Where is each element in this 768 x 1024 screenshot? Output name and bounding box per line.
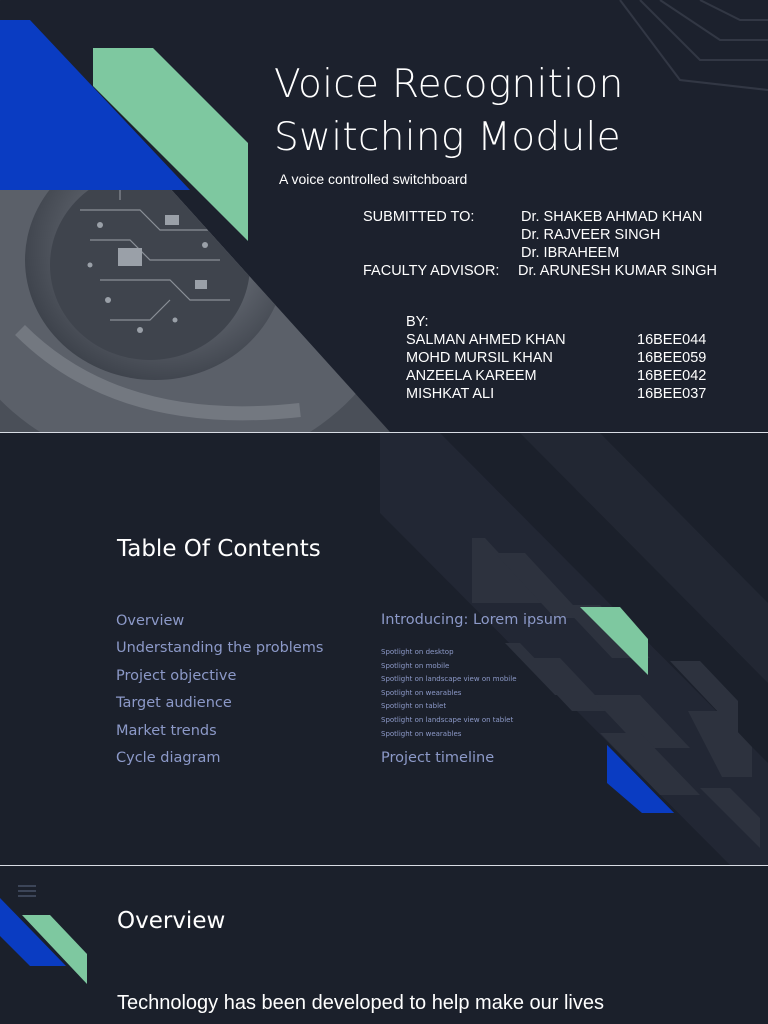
author-name: MISHKAT ALI (406, 386, 495, 402)
green-accent-band (22, 915, 87, 984)
faculty-block: SUBMITTED TO: Dr. SHAKEB AHMAD KHAN Dr. R… (363, 208, 717, 280)
toc-slide-background (380, 433, 768, 865)
blue-accent-band (0, 20, 190, 190)
green-accent-band (93, 48, 248, 241)
author-id: 16BEE044 (637, 332, 707, 348)
overview-title: Overview (117, 908, 226, 934)
overview-accents (0, 898, 87, 984)
toc-sub-link[interactable]: Spotlight on mobile (381, 661, 450, 670)
submitted-to-name: Dr. SHAKEB AHMAD KHAN (521, 209, 703, 225)
toc-left-column: Overview Understanding the problems Proj… (116, 611, 323, 775)
toc-sub-link[interactable]: Spotlight on desktop (381, 648, 454, 656)
author-id: 16BEE037 (637, 386, 707, 402)
author-name: MOHD MURSIL KHAN (406, 350, 553, 366)
title-slide: Voice Recognition Switching Module A voi… (0, 0, 768, 432)
blue-accent-band (0, 898, 66, 966)
blue-accent-tile (607, 745, 674, 813)
geometric-tiles (472, 538, 760, 848)
toc-link-introducing[interactable]: Introducing: Lorem ipsum (381, 612, 568, 628)
toc-sub-link[interactable]: Spotlight on tablet (381, 702, 447, 711)
overview-body: Technology has been developed to help ma… (117, 992, 604, 1014)
slide-divider (0, 865, 768, 866)
toc-slide: Table Of Contents Overview Understanding… (0, 433, 768, 865)
circuit-texture (619, 0, 768, 91)
author-id: 16BEE042 (637, 368, 707, 384)
faculty-advisor-label: FACULTY ADVISOR: (363, 263, 500, 279)
toc-title: Table Of Contents (117, 536, 321, 562)
green-accent-tile (580, 607, 648, 675)
authors-block: BY: SALMAN AHMED KHAN 16BEE044 MOHD MURSI… (406, 313, 706, 403)
menu-icon[interactable] (18, 885, 36, 900)
by-label: BY: (406, 314, 429, 330)
toc-link-problems[interactable]: Understanding the problems (116, 640, 324, 657)
slide-divider (0, 432, 768, 433)
toc-link-timeline[interactable]: Project timeline (381, 750, 495, 766)
toc-link-cycle-diagram[interactable]: Cycle diagram (116, 749, 221, 766)
presentation-title: Voice Recognition Switching Module (274, 62, 624, 160)
submitted-to-name: Dr. RAJVEER SINGH (521, 227, 661, 243)
author-name: SALMAN AHMED KHAN (406, 332, 566, 348)
toc-link-market-trends[interactable]: Market trends (116, 722, 217, 739)
toc-sub-link[interactable]: Spotlight on wearables (381, 729, 462, 738)
author-name: ANZEELA KAREEM (406, 368, 537, 384)
toc-sub-link[interactable]: Spotlight on landscape view on tablet (381, 715, 514, 724)
presentation-subtitle: A voice controlled switchboard (279, 171, 468, 187)
toc-link-objective[interactable]: Project objective (116, 667, 237, 684)
toc-sub-link[interactable]: Spotlight on wearables (381, 688, 462, 697)
toc-sub-items: Spotlight on desktop Spotlight on mobile… (381, 647, 517, 742)
overview-slide: Overview Technology has been developed t… (0, 866, 768, 1024)
toc-sub-link[interactable]: Spotlight on landscape view on mobile (381, 675, 517, 684)
toc-link-overview[interactable]: Overview (116, 613, 185, 629)
title-slide-background (0, 0, 768, 432)
author-id: 16BEE059 (637, 350, 707, 366)
faculty-advisor-name: Dr. ARUNESH KUMAR SINGH (518, 263, 717, 279)
submitted-to-label: SUBMITTED TO: (363, 209, 475, 225)
toc-link-audience[interactable]: Target audience (116, 695, 232, 712)
submitted-to-name: Dr. IBRAHEEM (521, 245, 620, 261)
